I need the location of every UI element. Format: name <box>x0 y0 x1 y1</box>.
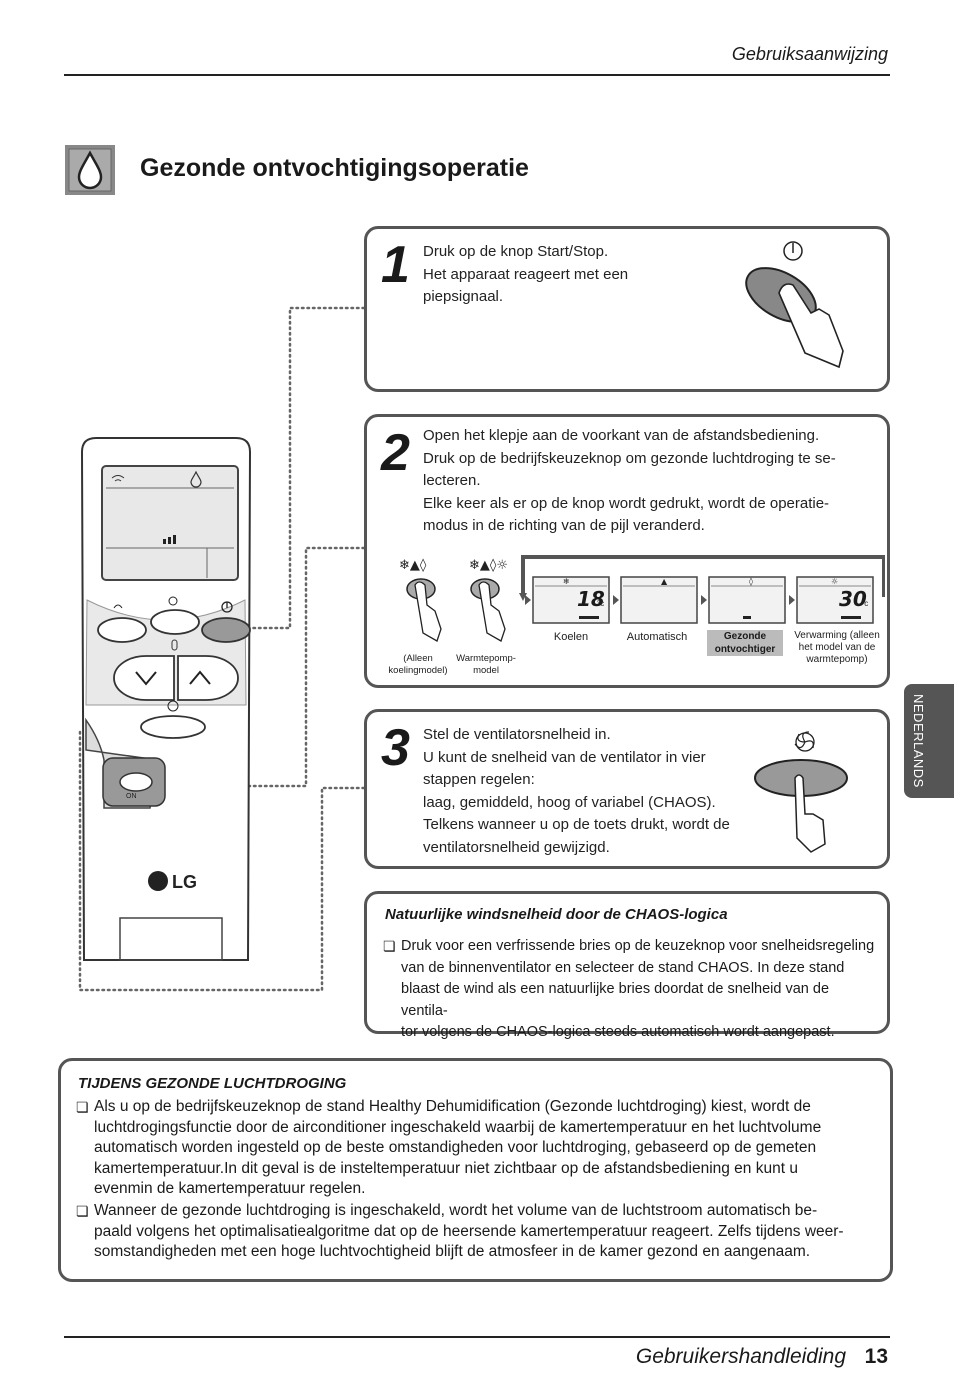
heat-temp-unit: °c <box>861 599 869 608</box>
mode-heat-label: Verwarming (alleen het model van de warm… <box>794 630 880 665</box>
language-tab-label: NEDERLANDS <box>911 694 926 788</box>
heat-pump-button: ❄▲◊☼ <box>469 558 508 642</box>
checkbox-bullet-icon: ❏ <box>383 938 396 954</box>
heat-pump-label: Warmtepomp-model <box>456 653 516 676</box>
svg-text:☼: ☼ <box>831 577 838 586</box>
chaos-note-box: Natuurlijke windsnelheid door de CHAOS-l… <box>364 891 890 1040</box>
start-stop-press-illustration <box>745 241 844 369</box>
chaos-note-title: Natuurlijke windsnelheid door de CHAOS-l… <box>385 906 728 923</box>
remote-brand: LG <box>172 872 197 892</box>
mode-dehumidify-label: Gezonde ontvochtiger <box>707 630 783 656</box>
footer-label: Gebruikershandleiding <box>635 1345 846 1368</box>
heat-temp-readout: 30 <box>839 587 867 611</box>
fan-speed-press-illustration <box>754 731 848 853</box>
step-2-box: 2 Open het klepje aan de voorkant van de… <box>364 414 890 688</box>
water-drop-icon <box>65 145 115 195</box>
cooling-only-label: (Alleen koelingmodel) <box>388 653 448 676</box>
step-1-box: 1 Druk op de knop Start/Stop. Het appara… <box>364 226 890 392</box>
chaos-note-text: ❏ Druk voor een verfrissende bries op de… <box>383 938 875 1040</box>
page-title: Gezonde ontvochtigingsoperatie <box>140 154 529 182</box>
notice-paragraph-2: ❏ Wanneer de gezonde luchtdroging is ing… <box>76 1202 844 1260</box>
footer-rule <box>64 1336 890 1338</box>
step-3-box: 3 Stel de ventilatorsnelheid in. U kunt … <box>364 709 890 869</box>
svg-text:❄▲◊☼: ❄▲◊☼ <box>469 558 508 573</box>
page-number: 13 <box>864 1345 888 1368</box>
checkbox-bullet-icon: ❏ <box>76 1099 89 1115</box>
svg-text:▲: ▲ <box>661 577 668 586</box>
mode-auto-label: Automatisch <box>626 631 688 643</box>
header-rule <box>64 74 890 76</box>
language-tab: NEDERLANDS <box>904 684 954 798</box>
notice-title: TIJDENS GEZONDE LUCHTDROGING <box>78 1075 347 1092</box>
step-1-text: Druk op de knop Start/Stop. Het apparaat… <box>423 243 629 305</box>
svg-text:◊: ◊ <box>749 577 753 586</box>
header-label: Gebruiksaanwijzing <box>731 44 888 64</box>
cool-temp-readout: 18 <box>577 587 605 611</box>
step-number: 1 <box>381 236 410 294</box>
step-number: 3 <box>381 719 410 777</box>
mode-sequence-illustration: ❄▲◊ ❄▲◊☼ <box>399 555 885 642</box>
notice-paragraph-1: ❏ Als u op de bedrijfskeuzeknop de stand… <box>76 1098 822 1197</box>
step-number: 2 <box>381 424 410 482</box>
dehumidification-notice-box: TIJDENS GEZONDE LUCHTDROGING ❏ Als u op … <box>58 1058 893 1282</box>
step-3-text: Stel de ventilatorsnelheid in. U kunt de… <box>423 726 730 856</box>
checkbox-bullet-icon: ❏ <box>76 1203 89 1219</box>
remote-on-label: ON <box>126 793 137 800</box>
svg-text:❄▲◊: ❄▲◊ <box>399 558 427 573</box>
cool-temp-unit: °c <box>597 599 605 608</box>
svg-text:❄: ❄ <box>563 577 570 586</box>
cooling-only-button: ❄▲◊ <box>399 558 442 642</box>
step-2-text: Open het klepje aan de voorkant van de a… <box>423 427 836 534</box>
mode-cool-label: Koelen <box>553 631 589 643</box>
